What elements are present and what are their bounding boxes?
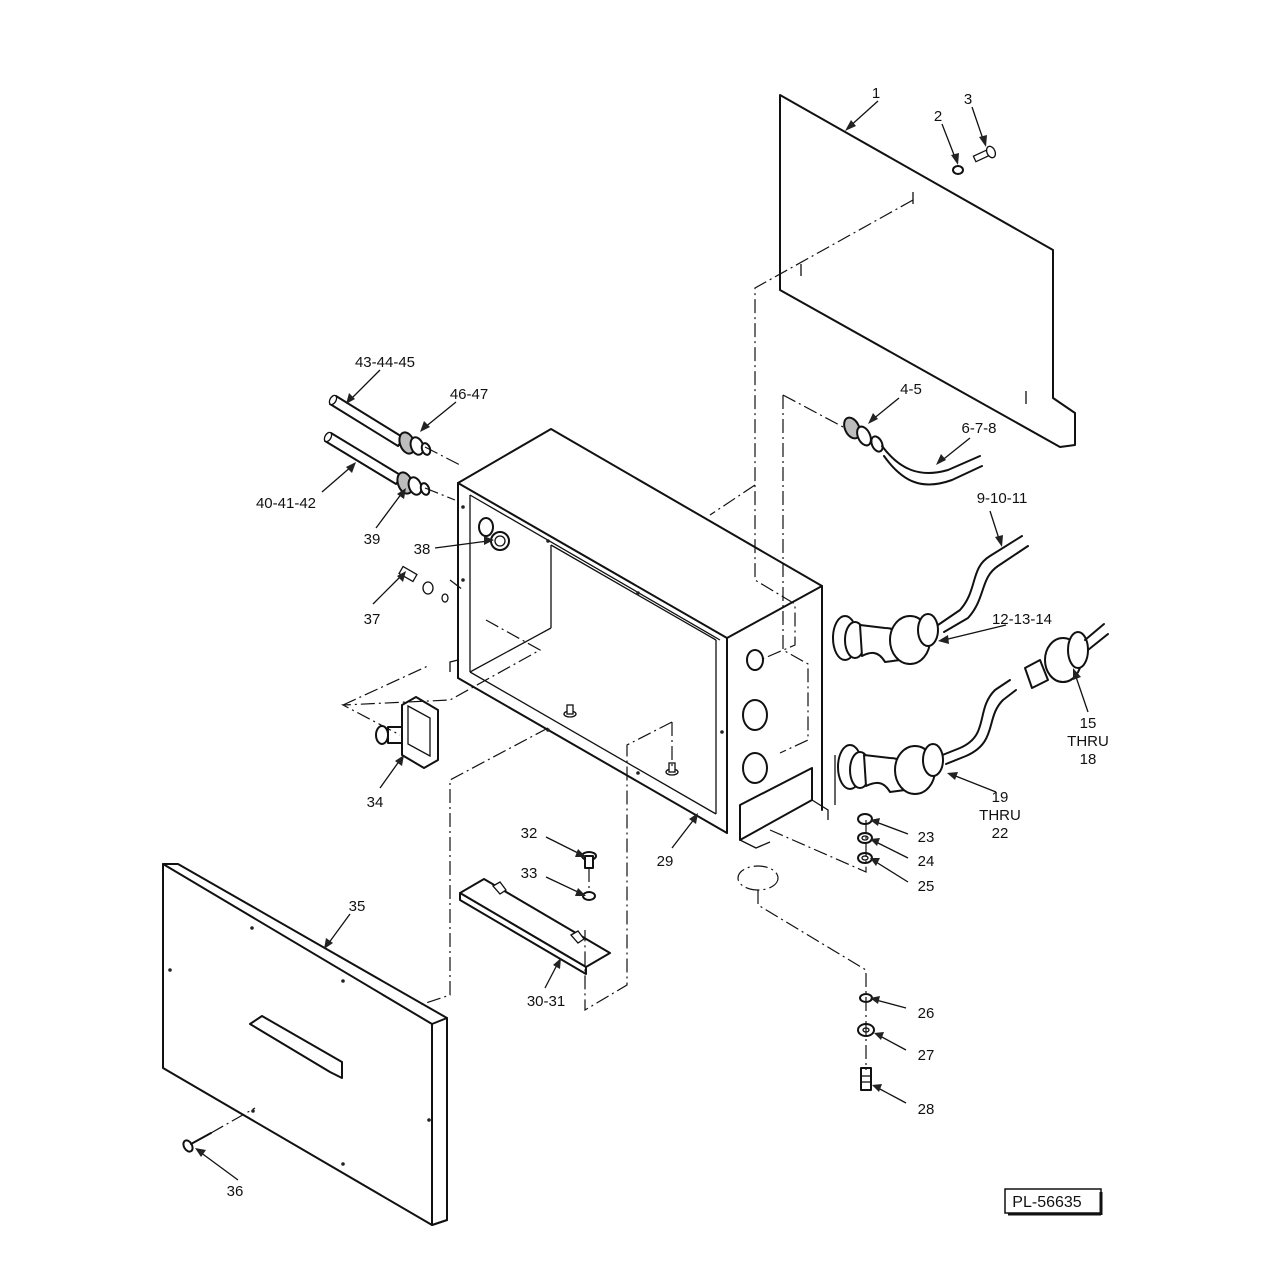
floor-stud bbox=[665, 762, 679, 776]
label-27: 27 bbox=[918, 1047, 935, 1064]
connector-39 bbox=[396, 471, 431, 496]
label-15-thru: THRU bbox=[1067, 733, 1109, 750]
label-43-44-45: 43-44-45 bbox=[355, 354, 415, 371]
assembly-lines bbox=[210, 199, 914, 1134]
leader-lines bbox=[195, 100, 1089, 1181]
label-22: 22 bbox=[992, 825, 1009, 842]
lockwasher-2 bbox=[952, 165, 964, 175]
callout-labels: 1 2 3 4-5 6-7-8 9-10-11 12-13-14 15 THRU… bbox=[227, 85, 1109, 1200]
drawing-number: PL-56635 bbox=[1012, 1194, 1081, 1211]
connector-46-47 bbox=[398, 431, 432, 456]
floor-stud bbox=[563, 704, 577, 718]
enclosure-box bbox=[449, 428, 836, 849]
locknut-38 bbox=[490, 531, 510, 551]
label-23: 23 bbox=[918, 829, 935, 846]
switch-34 bbox=[375, 696, 439, 769]
label-46-47: 46-47 bbox=[450, 386, 488, 403]
label-29: 29 bbox=[657, 853, 674, 870]
elbow-12-13-14 bbox=[832, 613, 939, 665]
label-18: 18 bbox=[1080, 751, 1097, 768]
cord-6-7-8 bbox=[881, 445, 981, 474]
flatwasher-25 bbox=[857, 852, 873, 864]
plug-15-18 bbox=[1024, 623, 1109, 689]
top-cover-panel bbox=[779, 94, 1076, 448]
lockwasher-24 bbox=[857, 832, 873, 844]
drawing-number-box: PL-56635 bbox=[1004, 1188, 1103, 1216]
label-28: 28 bbox=[918, 1101, 935, 1118]
label-39: 39 bbox=[364, 531, 381, 548]
foot-location bbox=[737, 865, 779, 891]
label-6-7-8: 6-7-8 bbox=[961, 420, 996, 437]
bracket-30-31 bbox=[459, 878, 611, 975]
label-35: 35 bbox=[349, 898, 366, 915]
label-3: 3 bbox=[964, 91, 972, 108]
label-33: 33 bbox=[521, 865, 538, 882]
label-40-41-42: 40-41-42 bbox=[256, 495, 316, 512]
screw-3 bbox=[972, 145, 997, 163]
cord-9-10-11 bbox=[937, 535, 1023, 626]
label-15: 15 bbox=[1080, 715, 1097, 732]
label-25: 25 bbox=[918, 878, 935, 895]
nut-23 bbox=[857, 813, 873, 825]
screw-32 bbox=[581, 851, 597, 869]
front-panel-35 bbox=[162, 863, 448, 1226]
label-26: 26 bbox=[918, 1005, 935, 1022]
elbow-19-22 bbox=[837, 743, 944, 795]
label-1: 1 bbox=[872, 85, 880, 102]
label-19: 19 bbox=[992, 789, 1009, 806]
label-12-13-14: 12-13-14 bbox=[992, 611, 1052, 628]
cord-19-22 bbox=[939, 679, 1011, 757]
label-37: 37 bbox=[364, 611, 381, 628]
label-30-31: 30-31 bbox=[527, 993, 565, 1010]
label-19-thru: THRU bbox=[979, 807, 1021, 824]
screw-36 bbox=[182, 1132, 212, 1153]
label-38: 38 bbox=[414, 541, 431, 558]
label-32: 32 bbox=[521, 825, 538, 842]
bolt-28 bbox=[860, 1067, 872, 1091]
label-34: 34 bbox=[367, 794, 384, 811]
label-4-5: 4-5 bbox=[900, 381, 922, 398]
part-37 bbox=[398, 565, 449, 603]
label-36: 36 bbox=[227, 1183, 244, 1200]
label-2: 2 bbox=[934, 108, 942, 125]
label-24: 24 bbox=[918, 853, 935, 870]
connector-4-5 bbox=[843, 416, 884, 453]
label-9-10-11: 9-10-11 bbox=[977, 490, 1028, 507]
